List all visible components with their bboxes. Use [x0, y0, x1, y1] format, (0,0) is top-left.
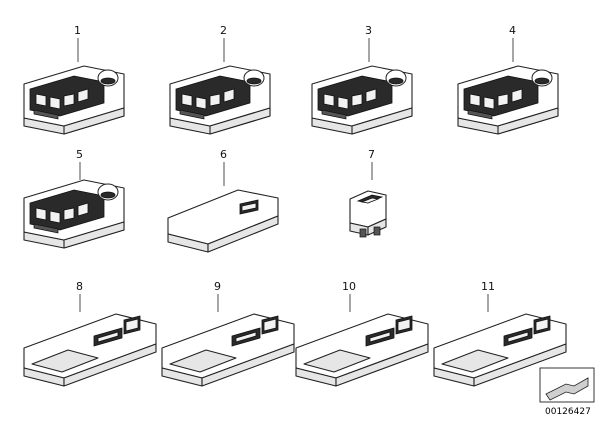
- part-label-11: 11: [481, 280, 495, 293]
- doc-reference: 00126427: [539, 367, 595, 417]
- part-6: 6: [167, 148, 279, 253]
- part-9: 9: [161, 280, 295, 387]
- part-label-9: 9: [214, 280, 221, 293]
- part-1: 1: [23, 24, 125, 135]
- part-label-5: 5: [76, 148, 83, 161]
- part-2: 2: [169, 24, 271, 135]
- part-label-2: 2: [220, 24, 227, 37]
- part-3: 3: [311, 24, 413, 135]
- part-11: 11: [433, 280, 567, 387]
- part-label-1: 1: [74, 24, 81, 37]
- doc-symbol-icon: [545, 377, 589, 401]
- part-7: 7: [349, 148, 387, 238]
- document-number: 00126427: [545, 407, 591, 417]
- part-label-8: 8: [76, 280, 83, 293]
- part-label-10: 10: [342, 280, 356, 293]
- part-label-3: 3: [365, 24, 372, 37]
- part-4: 4: [457, 24, 559, 135]
- part-8: 8: [23, 280, 157, 387]
- part-10: 10: [295, 280, 429, 387]
- part-label-4: 4: [509, 24, 516, 37]
- part-label-7: 7: [368, 148, 375, 161]
- part-5: 5: [23, 148, 125, 249]
- part-label-6: 6: [220, 148, 227, 161]
